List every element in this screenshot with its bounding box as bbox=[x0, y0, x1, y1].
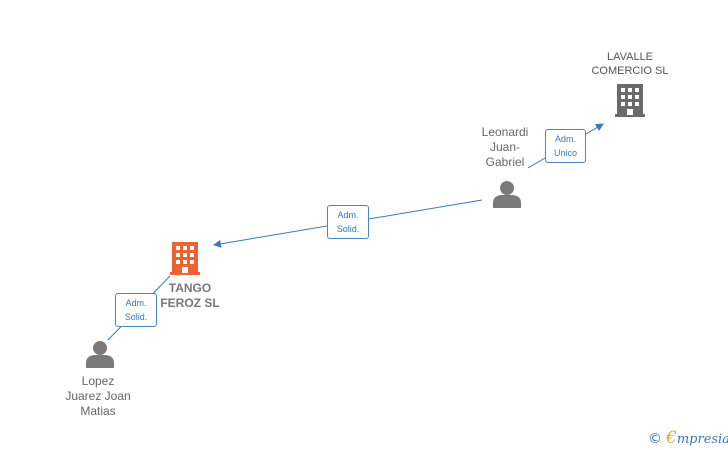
brand-name: mpresia bbox=[676, 432, 728, 447]
edge-role-box-leonardi-lavalle[interactable]: Adm. Unico bbox=[545, 129, 586, 163]
edge-role-line: Solid. bbox=[124, 312, 148, 322]
person-icon bbox=[86, 341, 114, 368]
person-name-line: Leonardi bbox=[481, 125, 529, 139]
edge-role-line: Adm. bbox=[337, 210, 359, 220]
person-label-leonardi[interactable]: Leonardi Juan- Gabriel bbox=[470, 125, 540, 170]
edge-role-line: Adm. bbox=[125, 298, 147, 308]
person-name-line: Matias bbox=[80, 404, 116, 418]
copyright-icon: © bbox=[648, 431, 662, 447]
building-icon bbox=[615, 84, 645, 117]
company-label-lavalle[interactable]: LAVALLE COMERCIO SL bbox=[580, 50, 680, 78]
person-label-lopez[interactable]: Lopez Juarez Joan Matias bbox=[58, 374, 138, 419]
company-label-tango[interactable]: TANGO FEROZ SL bbox=[150, 281, 230, 311]
brand-e: € bbox=[666, 428, 677, 448]
edge-role-box-lopez-tango[interactable]: Adm. Solid. bbox=[115, 293, 157, 327]
edge-role-line: Adm. bbox=[554, 134, 576, 144]
edge-role-line: Unico bbox=[553, 148, 577, 158]
person-name-line: Lopez bbox=[81, 374, 115, 388]
building-icon bbox=[170, 242, 200, 275]
person-name-line: Gabriel bbox=[485, 155, 525, 169]
company-name-line: COMERCIO SL bbox=[591, 65, 669, 77]
company-name-line: LAVALLE bbox=[606, 51, 654, 63]
brand-watermark: ©€mpresia bbox=[648, 428, 728, 448]
company-name-line: TANGO bbox=[168, 281, 212, 295]
company-name-line: FEROZ SL bbox=[160, 296, 220, 310]
edge-role-line: Solid. bbox=[336, 224, 360, 234]
person-name-line: Juarez Joan bbox=[65, 389, 131, 403]
edge-role-box-leonardi-tango[interactable]: Adm. Solid. bbox=[327, 205, 369, 239]
person-name-line: Juan- bbox=[489, 140, 521, 154]
person-icon bbox=[493, 181, 521, 208]
